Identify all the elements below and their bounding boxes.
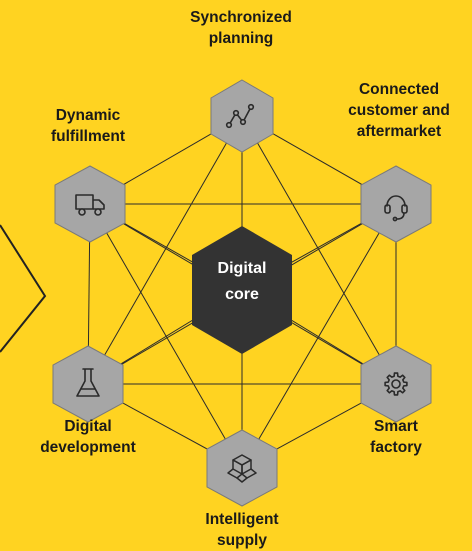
boxes-icon <box>227 454 257 483</box>
label-dynamic-fulfillment-line2: fulfillment <box>50 128 126 145</box>
digital-core-hexagon <box>192 226 292 354</box>
label-smart-factory-line2: factory <box>370 439 422 456</box>
label-digital-core: Digital core <box>193 256 291 308</box>
label-connected-customer: Connected customer and aftermarket <box>331 79 467 142</box>
label-synchronized-planning-line2: planning <box>208 30 274 47</box>
node-dynamic-fulfillment <box>54 165 126 243</box>
line-chart-icon <box>225 103 255 129</box>
connection-line <box>241 115 397 385</box>
node-intelligent-supply <box>206 429 278 507</box>
hexagon-dynamic-fulfillment <box>54 165 126 243</box>
label-connected-customer-line1: Connected <box>358 81 440 98</box>
label-connected-customer-line3: aftermarket <box>356 123 442 140</box>
node-connected-customer <box>360 165 432 243</box>
hexagon-connected-customer <box>360 165 432 243</box>
label-dynamic-fulfillment-line1: Dynamic <box>55 107 121 124</box>
label-synchronized-planning: Synchronized planning <box>171 7 311 49</box>
label-intelligent-supply: Intelligent supply <box>182 509 302 551</box>
label-smart-factory: Smart factory <box>346 416 446 458</box>
flask-icon <box>76 368 100 397</box>
hexagon-digital-development <box>52 345 124 423</box>
node-smart-factory <box>360 345 432 423</box>
label-dynamic-fulfillment: Dynamic fulfillment <box>24 105 152 147</box>
label-synchronized-planning-line1: Synchronized <box>190 9 292 26</box>
label-intelligent-supply-line1: Intelligent <box>205 511 279 528</box>
hexagon-synchronized-planning <box>210 79 274 153</box>
label-smart-factory-line1: Smart <box>374 418 418 435</box>
node-synchronized-planning <box>210 79 274 153</box>
label-connected-customer-line2: customer and <box>348 102 450 119</box>
headset-icon <box>384 195 408 222</box>
gear-icon <box>384 372 408 396</box>
connection-line <box>87 115 243 385</box>
label-intelligent-supply-line2: supply <box>217 532 267 549</box>
chevron-arrow-shape <box>0 224 47 353</box>
truck-icon <box>75 194 105 216</box>
label-digital-development: Digital development <box>18 416 158 458</box>
hexagon-smart-factory <box>360 345 432 423</box>
label-digital-core-line1: Digital <box>217 260 267 277</box>
label-digital-core-line2: core <box>225 286 259 303</box>
connection-line <box>241 203 397 469</box>
label-digital-development-line2: development <box>40 439 136 456</box>
node-digital-development <box>52 345 124 423</box>
label-digital-development-line1: Digital <box>64 418 112 435</box>
